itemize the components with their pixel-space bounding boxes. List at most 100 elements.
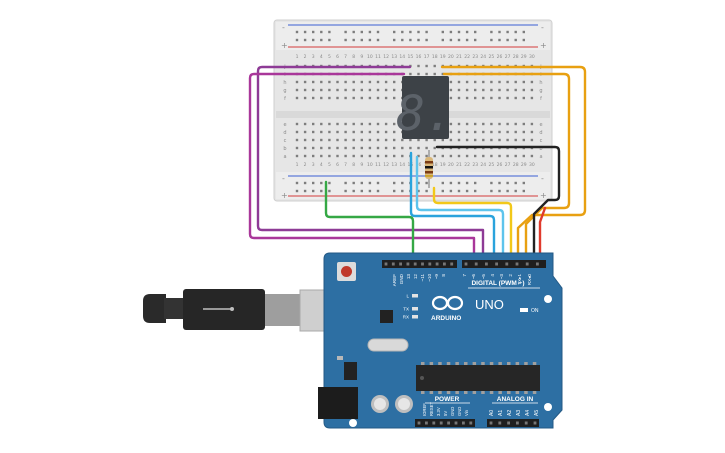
breadboard-hole	[303, 130, 307, 134]
breadboard-hole	[352, 122, 355, 126]
breadboard-hole	[457, 80, 461, 84]
top-power-rail	[276, 22, 550, 50]
wire-green[interactable]	[324, 180, 415, 260]
top-rail-minus-label-left: -	[282, 23, 285, 32]
breadboard-hole	[482, 80, 485, 84]
analog-header	[487, 419, 539, 427]
breadboard-hole	[465, 38, 469, 42]
breadboard-hole	[474, 80, 477, 84]
breadboard-hole	[352, 38, 355, 42]
breadboard-hole	[465, 130, 469, 134]
breadboard-hole	[457, 96, 461, 100]
breadboard-hole	[393, 38, 396, 42]
breadboard-hole	[449, 189, 453, 193]
breadboard-hole	[344, 189, 347, 193]
breadboard-hole	[514, 138, 517, 142]
breadboard-hole	[368, 96, 372, 100]
breadboard-hole	[312, 189, 315, 193]
breadboard-hole	[514, 154, 517, 158]
breadboard-hole	[506, 38, 509, 42]
breadboard-hole	[295, 189, 299, 193]
status-led	[412, 315, 418, 319]
breadboard-hole	[498, 138, 501, 142]
analog-pin-label: A2	[507, 410, 513, 416]
wire-orange-long[interactable]	[440, 65, 587, 260]
column-number: 25	[489, 54, 495, 60]
row-letter: g	[539, 88, 542, 94]
column-number: 16	[416, 162, 422, 168]
breadboard-hole	[393, 154, 396, 158]
breadboard-hole	[352, 138, 355, 142]
breadboard-hole	[312, 181, 315, 185]
chip-pin	[532, 362, 537, 365]
breadboard-hole	[506, 88, 509, 92]
breadboard-hole	[474, 130, 477, 134]
chip-pins	[421, 362, 537, 394]
breadboard-hole	[320, 80, 323, 84]
wire-orange-short[interactable]	[442, 72, 571, 260]
breadboard-hole	[425, 72, 428, 76]
resistor[interactable]	[425, 150, 433, 188]
column-number: 5	[328, 162, 331, 168]
breadboard-hole	[425, 138, 428, 142]
breadboard-hole	[320, 38, 323, 42]
breadboard-hole	[376, 80, 380, 84]
wire-red[interactable]	[538, 206, 547, 260]
seven-segment-display[interactable]: 8.	[396, 76, 454, 142]
wire-purple[interactable]	[256, 65, 485, 260]
breadboard-hole	[457, 88, 461, 92]
breadboard-hole	[425, 30, 428, 34]
column-number: 26	[497, 54, 503, 60]
column-number: 19	[440, 54, 446, 60]
header-pin	[536, 262, 539, 266]
analog-pin-label: A5	[534, 410, 540, 416]
breadboard-hole	[336, 146, 339, 150]
breadboard-hole	[474, 88, 477, 92]
breadboard-hole	[360, 130, 363, 134]
column-number: 22	[464, 162, 470, 168]
column-number: 5	[328, 54, 331, 60]
column-number: 4	[320, 54, 323, 60]
breadboard-hole	[490, 38, 493, 42]
column-number: 11	[375, 54, 381, 60]
breadboard-hole	[441, 189, 444, 193]
wire-magenta[interactable]	[248, 72, 476, 260]
header-pin	[505, 262, 509, 266]
breadboard-hole	[344, 181, 347, 185]
wire-yellow[interactable]	[432, 186, 513, 260]
voltage-regulator	[344, 362, 357, 380]
breadboard-hole	[465, 122, 469, 126]
row-letter: e	[539, 122, 542, 128]
breadboard-hole	[522, 181, 525, 185]
wire-blue[interactable]	[409, 151, 496, 260]
analog-pin-label: A4	[525, 410, 531, 416]
wire-cyan[interactable]	[415, 155, 505, 260]
breadboard-hole	[352, 146, 355, 150]
breadboard-hole	[530, 122, 534, 126]
breadboard-hole	[368, 138, 372, 142]
breadboard-hole	[376, 189, 380, 193]
breadboard-hole	[457, 130, 461, 134]
breadboard-hole	[506, 80, 509, 84]
header-pin	[495, 262, 498, 266]
wire-black[interactable]	[435, 145, 561, 260]
breadboard-hole	[312, 96, 315, 100]
reset-button-cap[interactable]	[341, 266, 352, 277]
breadboard-hole	[514, 122, 517, 126]
chip-pin	[446, 391, 451, 394]
breadboard-hole	[352, 154, 355, 158]
chip-pin	[421, 362, 425, 365]
breadboard-hole	[409, 72, 412, 76]
analog-pin-label: A3	[516, 410, 522, 416]
breadboard-hole	[465, 181, 469, 185]
usb-symbol-dot	[230, 307, 234, 311]
header-pin-label: ~11	[420, 274, 425, 282]
breadboard-hole	[368, 88, 372, 92]
chip-pin	[498, 362, 502, 365]
digital-header-left	[382, 260, 457, 268]
breadboard-hole	[474, 181, 477, 185]
breadboard-hole	[441, 38, 444, 42]
breadboard-hole	[474, 96, 477, 100]
